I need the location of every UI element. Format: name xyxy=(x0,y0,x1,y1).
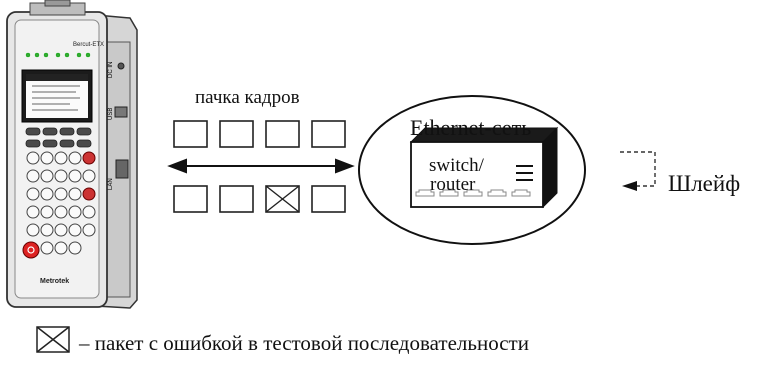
port-label-usb: USB xyxy=(108,108,114,120)
tester-device: Bercut-ETX Metrote xyxy=(6,0,138,309)
network-label: Ethernet-сеть xyxy=(410,115,532,140)
bidirectional-arrow xyxy=(167,158,355,174)
frame-row-top xyxy=(173,120,346,148)
frame xyxy=(265,120,300,148)
loop-arrow xyxy=(620,151,656,191)
frame xyxy=(173,120,208,148)
router-label: router xyxy=(430,174,476,195)
frame-row-bottom xyxy=(173,185,346,213)
switch-router-icon xyxy=(409,126,559,209)
frame xyxy=(219,120,254,148)
frame xyxy=(219,185,254,213)
error-cross-icon xyxy=(265,185,300,213)
loop-label: Шлейф xyxy=(668,171,741,196)
legend-text: – пакет с ошибкой в тестовой последовате… xyxy=(79,331,529,355)
switch-label: switch/ xyxy=(429,155,484,176)
legend-error-icon xyxy=(36,326,70,353)
frame xyxy=(311,120,346,148)
port-label-lan: LAN xyxy=(108,178,114,190)
port-label-dcin: DC IN xyxy=(108,62,114,78)
frame xyxy=(311,185,346,213)
device-maker: Metrotek xyxy=(40,278,69,285)
packets-label: пачка кадров xyxy=(195,87,300,108)
frame xyxy=(173,185,208,213)
device-brand: Bercut-ETX xyxy=(73,42,104,48)
